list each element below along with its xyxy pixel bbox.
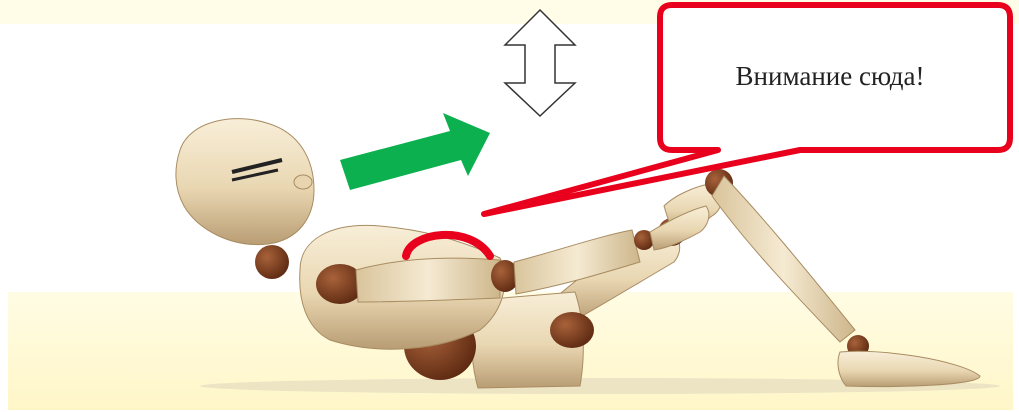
right-up-arrow-icon [340, 113, 490, 190]
double-headed-vertical-arrow-icon [505, 10, 575, 116]
callout-text: Внимание сюда! [660, 48, 1000, 104]
